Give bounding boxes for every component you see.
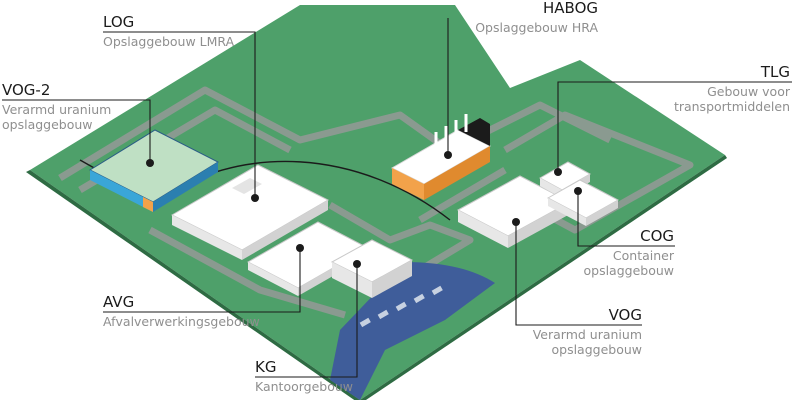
ground-plot: [30, 5, 725, 400]
building-log[interactable]: [170, 164, 330, 260]
leader-avg: [103, 248, 301, 313]
label-habog: HABOG Opslaggebouw HRA: [475, 0, 598, 36]
label-cog-code: COG: [640, 227, 674, 245]
leader-lines: [2, 18, 792, 378]
road-outer-west: [58, 86, 473, 181]
label-log: LOG Opslaggebouw LMRA: [103, 13, 235, 50]
label-vog2-code: VOG-2: [2, 81, 51, 99]
label-vog2: VOG-2 Verarmd uranium opslaggebouw: [2, 81, 112, 132]
label-kg-desc: Kantoorgebouw: [255, 379, 354, 395]
road-habog: [478, 101, 612, 144]
building-vog[interactable]: [456, 175, 572, 248]
ground-edge-right: [360, 155, 727, 400]
habog-chimneys: [434, 114, 468, 150]
leader-tlg: [557, 81, 792, 172]
label-vog-desc-line1: Verarmd uranium: [532, 327, 642, 343]
label-log-desc: Opslaggebouw LMRA: [103, 34, 235, 50]
label-avg-desc: Afvalverwerkingsgebouw: [103, 314, 260, 330]
label-habog-code: HABOG: [543, 0, 598, 17]
harbour-boats: [359, 285, 443, 328]
leader-log: [103, 31, 256, 198]
label-avg-code: AVG: [103, 293, 135, 311]
label-cog-desc-line1: Container: [612, 248, 674, 264]
building-cog[interactable]: [546, 179, 620, 226]
label-kg: KG Kantoorgebouw: [255, 358, 354, 395]
label-kg-code: KG: [255, 358, 277, 376]
leader-vog: [515, 222, 642, 326]
leader-kg: [255, 264, 358, 378]
building-vog2[interactable]: [88, 129, 220, 212]
road-south: [148, 226, 346, 319]
building-kg[interactable]: [330, 239, 414, 298]
label-vog-desc-line2: opslaggebouw: [551, 341, 642, 357]
road-diagonal: [418, 166, 507, 224]
harbour-water: [330, 262, 495, 400]
building-habog[interactable]: [390, 114, 492, 200]
leader-dots: [146, 151, 582, 268]
label-cog-desc-line2: opslaggebouw: [583, 262, 674, 278]
ground-edge: [26, 170, 360, 400]
label-tlg-desc-line2: transportmiddelen: [673, 98, 790, 114]
label-cog: COG Container opslaggebouw: [583, 227, 674, 278]
label-vog2-desc-line1: Verarmd uranium: [2, 102, 112, 118]
label-tlg-desc-line1: Gebouw voor: [707, 84, 790, 100]
label-vog2-desc-line2: opslaggebouw: [2, 116, 93, 132]
label-tlg: TLG Gebouw voor transportmiddelen: [673, 63, 790, 114]
label-vog: VOG Verarmd uranium opslaggebouw: [532, 306, 642, 357]
leader-cog: [577, 191, 675, 247]
label-vog-code: VOG: [608, 306, 642, 324]
leader-vog2: [2, 99, 151, 163]
label-habog-desc: Opslaggebouw HRA: [475, 20, 598, 36]
road-center: [328, 201, 474, 274]
label-avg: AVG Afvalverwerkingsgebouw: [103, 293, 260, 330]
label-tlg-code: TLG: [760, 63, 790, 81]
label-log-code: LOG: [103, 13, 135, 31]
